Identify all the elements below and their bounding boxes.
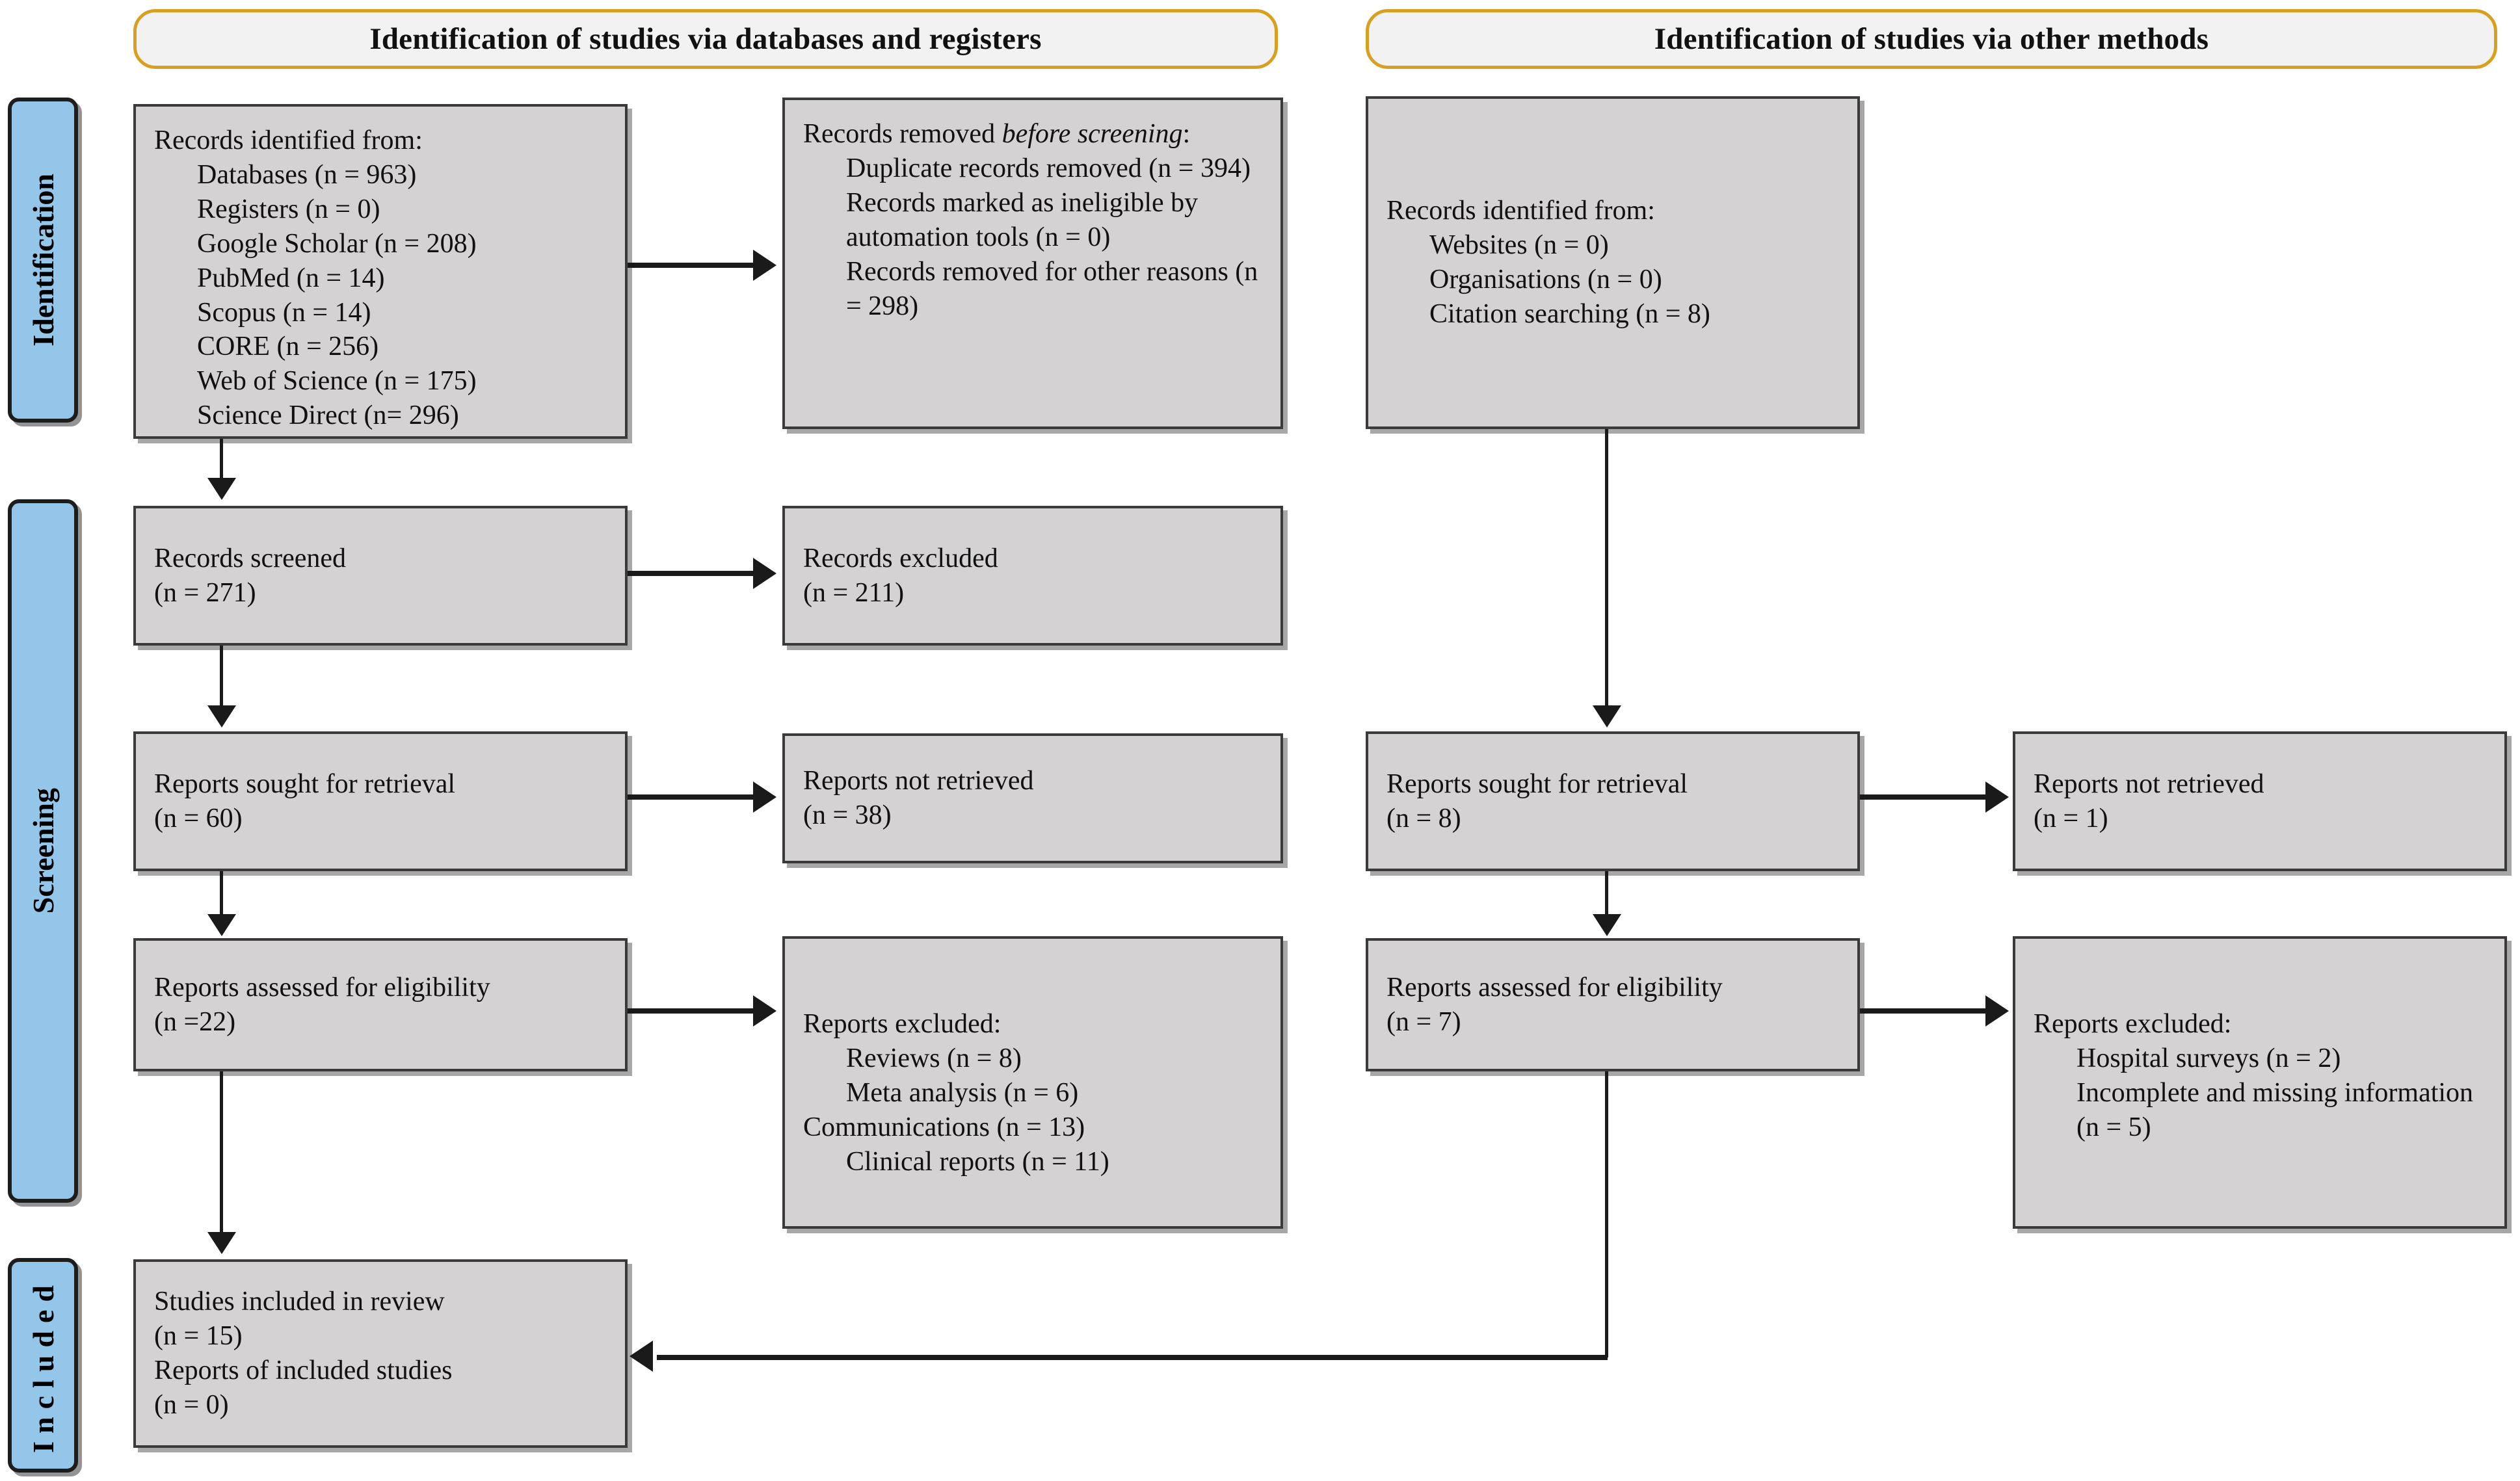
arrow-other-assessed-to-included [630, 1341, 653, 1372]
connector-assessed-to-excluded [628, 1008, 755, 1014]
banner-right-label: Identification of studies via other meth… [1654, 22, 2209, 56]
records-screened-line2: (n = 271) [154, 577, 256, 608]
records-removed-item: Duplicate records removed (n = 394) [846, 153, 1251, 183]
studies-included-line4: (n = 0) [154, 1389, 229, 1420]
connector-sought-to-notretrieved [628, 794, 755, 800]
box-reports-assessed-right: Reports assessed for eligibility (n = 7) [1366, 938, 1860, 1071]
reports-excluded-right-item: Hospital surveys (n = 2) [2076, 1043, 2341, 1073]
records-identified-item: Science Direct (n= 296) [197, 400, 459, 431]
reports-assessed-right-line1: Reports assessed for eligibility [1386, 972, 1723, 1003]
stage-label-included: Included [26, 1278, 60, 1453]
stage-label-screening: Screening [26, 788, 60, 914]
records-removed-item: Records removed for other reasons (n = 2… [846, 256, 1265, 321]
reports-sought-right-line1: Reports sought for retrieval [1386, 768, 1688, 799]
box-reports-sought-left: Reports sought for retrieval (n = 60) [133, 731, 628, 871]
reports-assessed-line1: Reports assessed for eligibility [154, 972, 490, 1003]
arrow-assessed-to-included [207, 1232, 236, 1254]
reports-excluded-item: Reviews (n = 8) [846, 1043, 1022, 1073]
connector-other-assessed-to-included [657, 1355, 1608, 1360]
connector-identified-to-screened [220, 439, 223, 479]
records-identified-item: Registers (n = 0) [197, 194, 380, 224]
reports-not-retrieved-right-line2: (n = 1) [2034, 803, 2108, 833]
records-removed-title-b: : [1182, 119, 1191, 149]
banner-left-label: Identification of studies via databases … [369, 22, 1042, 56]
reports-sought-line1: Reports sought for retrieval [154, 768, 456, 799]
arrow-other-assessed-to-excluded [1985, 995, 2009, 1027]
connector-assessed-to-included [220, 1071, 223, 1234]
connector-screened-to-excluded [628, 571, 755, 576]
reports-not-retrieved-right-line1: Reports not retrieved [2034, 768, 2264, 799]
records-identified-item: Databases (n = 963) [197, 159, 417, 190]
stage-pill-included: Included [8, 1258, 78, 1473]
connector-identified-to-removed [628, 263, 755, 268]
arrow-screened-to-excluded [753, 558, 776, 589]
records-identified-other-item: Citation searching (n = 8) [1429, 298, 1710, 329]
reports-excluded-right-item: Incomplete and missing information (n = … [2076, 1077, 2480, 1142]
box-reports-not-retrieved-right: Reports not retrieved (n = 1) [2013, 731, 2507, 871]
connector-sought-to-assessed [220, 871, 223, 917]
reports-sought-line2: (n = 60) [154, 803, 243, 833]
studies-included-line3: Reports of included studies [154, 1356, 453, 1385]
box-records-removed-before-screening: Records removed before screening: Duplic… [782, 98, 1283, 429]
box-records-screened: Records screened (n = 271) [133, 506, 628, 646]
studies-included-line1: Studies included in review [154, 1287, 445, 1317]
arrow-identified-to-removed [753, 250, 776, 281]
records-identified-item: Scopus (n = 14) [197, 297, 371, 328]
box-reports-excluded-right: Reports excluded: Hospital surveys (n = … [2013, 936, 2507, 1229]
records-excluded-line1: Records excluded [803, 543, 998, 573]
records-identified-title: Records identified from: [154, 125, 423, 155]
connector-other-sought-to-notretrieved [1860, 794, 1987, 800]
banner-other-methods: Identification of studies via other meth… [1366, 9, 2497, 69]
banner-databases-registers: Identification of studies via databases … [133, 9, 1278, 69]
records-excluded-line2: (n = 211) [803, 577, 905, 608]
reports-assessed-right-line2: (n = 7) [1386, 1006, 1461, 1037]
reports-not-retrieved-line1: Reports not retrieved [803, 766, 1034, 796]
arrow-other-sought-to-assessed [1593, 914, 1621, 936]
reports-assessed-line2: (n =22) [154, 1006, 236, 1037]
box-records-excluded: Records excluded (n = 211) [782, 506, 1283, 646]
reports-excluded-item: Clinical reports (n = 11) [846, 1146, 1109, 1177]
stage-label-identification: Identification [26, 174, 60, 347]
records-removed-title-a: Records removed [803, 119, 1002, 149]
arrow-other-sought-to-notretrieved [1985, 781, 2009, 813]
studies-included-line2: (n = 15) [154, 1321, 243, 1352]
records-identified-item: Google Scholar (n = 208) [197, 228, 477, 259]
arrow-assessed-to-excluded [753, 995, 776, 1027]
reports-sought-right-line2: (n = 8) [1386, 803, 1461, 833]
box-studies-included: Studies included in review (n = 15) Repo… [133, 1259, 628, 1448]
reports-excluded-item: Meta analysis (n = 6) [846, 1077, 1079, 1108]
stage-pill-screening: Screening [8, 499, 78, 1203]
connector-other-identified-to-sought [1605, 429, 1608, 707]
box-reports-sought-right: Reports sought for retrieval (n = 8) [1366, 731, 1860, 871]
stage-pill-identification: Identification [8, 98, 78, 423]
box-reports-excluded-left: Reports excluded: Reviews (n = 8) Meta a… [782, 936, 1283, 1229]
records-identified-item: PubMed (n = 14) [197, 263, 385, 293]
connector-other-assessed-down [1605, 1071, 1608, 1357]
arrow-screened-to-sought [207, 705, 236, 727]
connector-other-assessed-to-excluded [1860, 1008, 1987, 1014]
records-removed-item: Records marked as ineligible by automati… [846, 187, 1205, 252]
connector-screened-to-sought [220, 646, 223, 707]
arrow-sought-to-notretrieved [753, 781, 776, 813]
box-records-identified-other: Records identified from: Websites (n = 0… [1366, 96, 1860, 429]
records-identified-other-item: Organisations (n = 0) [1429, 265, 1662, 295]
records-identified-item: CORE (n = 256) [197, 332, 379, 362]
arrow-other-identified-to-sought [1593, 705, 1621, 727]
connector-other-sought-to-assessed [1605, 871, 1608, 917]
reports-excluded-title: Reports excluded: [803, 1009, 1001, 1039]
box-reports-assessed-left: Reports assessed for eligibility (n =22) [133, 938, 628, 1071]
records-identified-other-title: Records identified from: [1386, 196, 1655, 226]
box-records-identified-databases: Records identified from: Databases (n = … [133, 104, 628, 439]
reports-not-retrieved-line2: (n = 38) [803, 800, 892, 830]
box-reports-not-retrieved-left: Reports not retrieved (n = 38) [782, 733, 1283, 863]
records-screened-line1: Records screened [154, 543, 347, 573]
reports-excluded-item: Communications (n = 13) [803, 1112, 1085, 1142]
arrow-identified-to-screened [207, 478, 236, 500]
reports-excluded-right-title: Reports excluded: [2034, 1009, 2232, 1039]
records-identified-item: Web of Science (n = 175) [197, 366, 477, 397]
records-removed-title: Records removed before screening: [803, 117, 1262, 151]
records-removed-title-italic: before screening [1001, 119, 1183, 149]
records-identified-other-item: Websites (n = 0) [1429, 230, 1609, 261]
arrow-sought-to-assessed [207, 914, 236, 936]
